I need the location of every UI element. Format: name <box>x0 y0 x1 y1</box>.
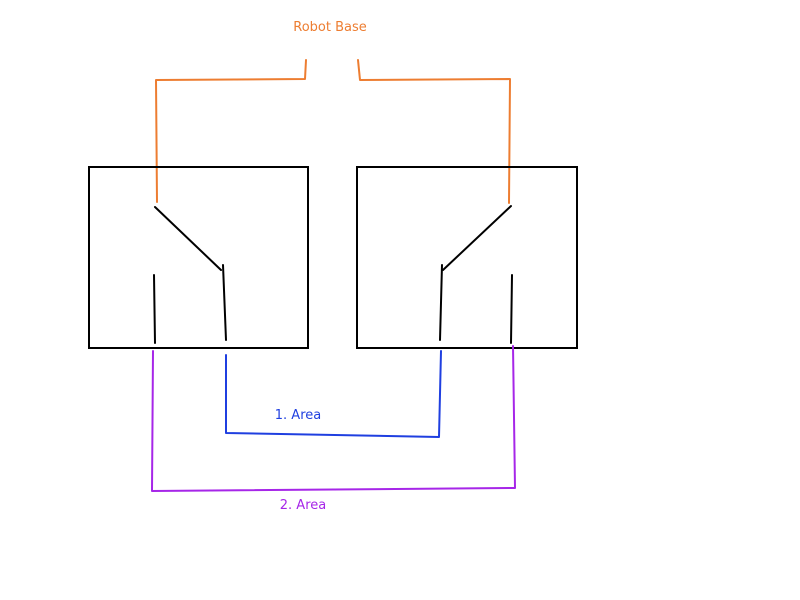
robot-base-label: Robot Base <box>293 20 367 35</box>
area-1-wire <box>225 350 442 438</box>
switch-left-contact-a <box>153 274 156 344</box>
switch-box-right-frame <box>356 166 578 349</box>
switch-left-contact-b <box>222 264 227 341</box>
robot-base-wire-left <box>155 59 307 203</box>
area-1-label: 1. Area <box>275 408 321 423</box>
robot-base-wire-right <box>357 59 511 204</box>
robot-base-wiring <box>155 59 511 204</box>
area-2-label: 2. Area <box>280 498 326 513</box>
switch-box-left-frame <box>88 166 309 349</box>
switch-right-contact-a <box>439 264 443 341</box>
switch-right-lever <box>442 205 512 271</box>
switch-box-left <box>88 166 309 349</box>
switch-right-contact-b <box>510 274 513 344</box>
switch-left-lever <box>154 206 222 271</box>
switch-box-right <box>356 166 578 349</box>
area-2-wire <box>151 345 516 492</box>
